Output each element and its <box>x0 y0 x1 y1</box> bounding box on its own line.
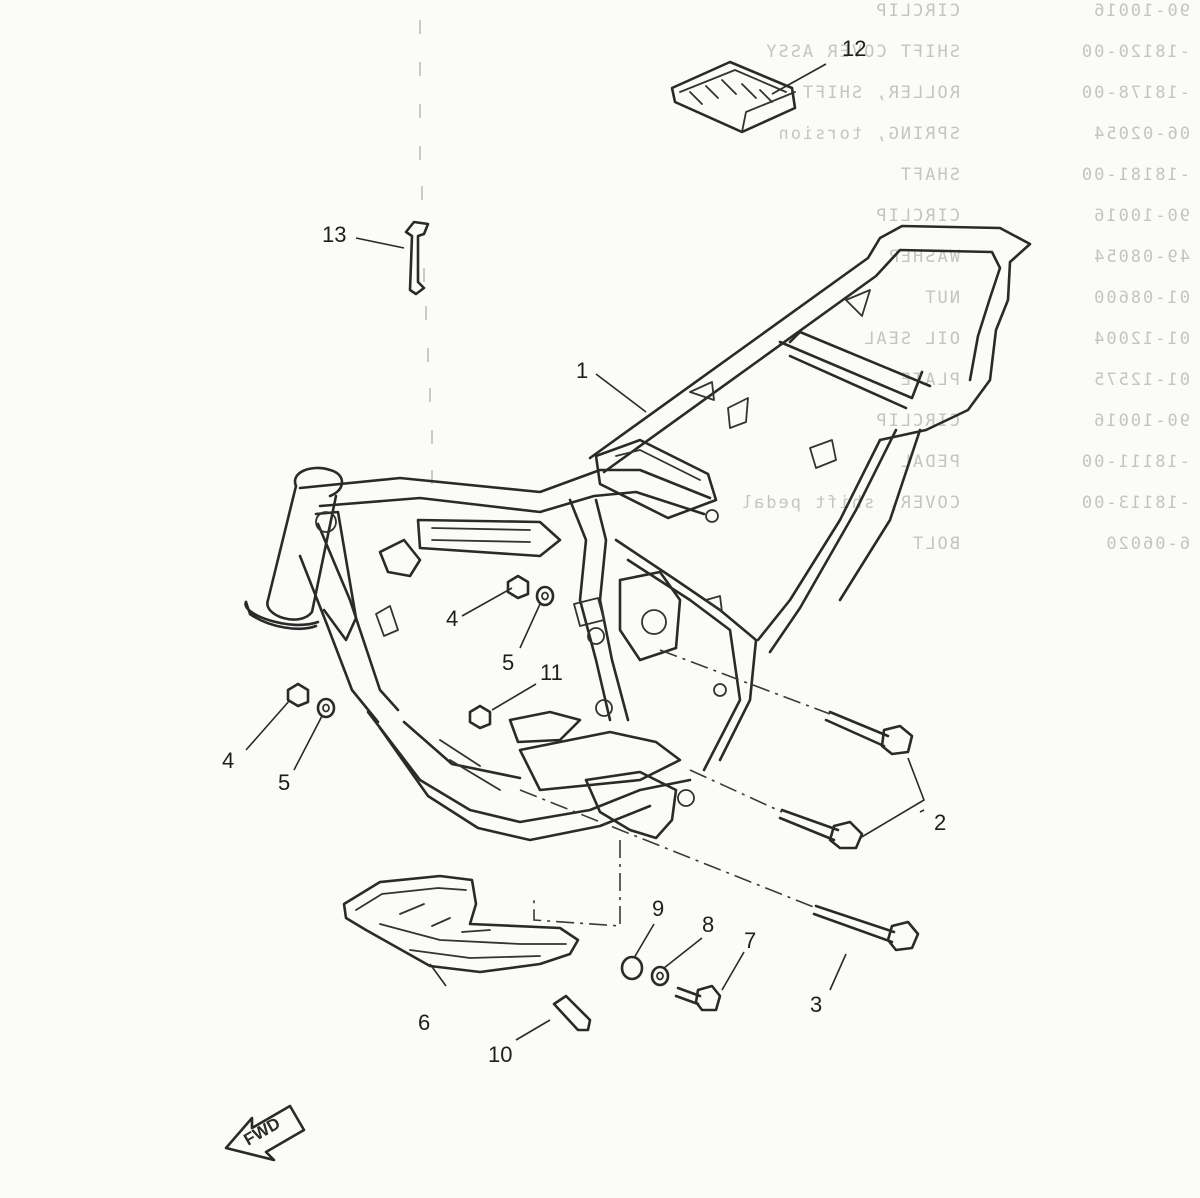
callout-labels: 12 13 1 2 3 4 5 4 5 11 6 10 9 8 7 <box>222 36 946 1067</box>
callout-9: 9 <box>652 896 664 921</box>
callout-5-lower: 5 <box>278 770 290 795</box>
bleed-desc: CIRCLIP <box>874 1 960 21</box>
bleed-partno: 90-10016 <box>1092 411 1190 431</box>
callout-1: 1 <box>576 358 588 383</box>
callout-3: 3 <box>810 992 822 1017</box>
callout-12: 12 <box>842 36 866 61</box>
part-1-frame <box>244 224 1032 842</box>
bleed-desc: PEDAL <box>899 452 960 472</box>
callout-4-lower: 4 <box>222 748 234 773</box>
callout-7: 7 <box>744 928 756 953</box>
bleed-partno: 49-08054 <box>1092 247 1190 267</box>
bleed-partno: 90-10016 <box>1092 206 1190 226</box>
part-9-collar <box>620 955 644 981</box>
part-4-nut-lower <box>286 682 310 708</box>
part-13-clip <box>404 220 430 296</box>
bleed-partno: -18113-00 <box>1080 493 1190 513</box>
part-2-bolt-lower <box>778 808 864 850</box>
leader-lines <box>245 63 925 1041</box>
part-2-bolt-upper <box>824 710 914 756</box>
bleed-partno: -18120-00 <box>1080 42 1190 62</box>
bleed-desc: SHIFT COVER ASSY <box>764 42 960 62</box>
callout-8: 8 <box>702 912 714 937</box>
callout-6: 6 <box>418 1010 430 1035</box>
assembly-centerlines <box>519 649 831 927</box>
bleed-partno: 01-08600 <box>1092 288 1190 308</box>
bleed-partno: -18178-00 <box>1080 83 1190 103</box>
bleed-desc: BOLT <box>911 534 960 554</box>
part-10-pad <box>552 994 592 1032</box>
forward-direction-arrow: FWD <box>224 1104 306 1162</box>
callout-11: 11 <box>540 660 563 685</box>
bleed-partno: 01-12004 <box>1092 329 1190 349</box>
part-3-long-bolt <box>812 904 920 952</box>
part-6-skid-plate <box>342 874 580 974</box>
part-5-washer-upper <box>535 585 555 607</box>
bleed-desc: OIL SEAL <box>862 329 960 349</box>
bleed-partno: -18111-00 <box>1080 452 1190 472</box>
bleed-desc: NUT <box>923 288 960 308</box>
bleed-desc: SPRING, torsion <box>776 124 960 144</box>
part-8-washer <box>650 965 670 987</box>
callout-4-upper: 4 <box>446 606 458 631</box>
bleed-desc: CIRCLIP <box>874 411 960 431</box>
callout-5-upper: 5 <box>502 650 514 675</box>
bleed-partno: 90-10016 <box>1092 1 1190 21</box>
bleed-desc: ROLLER, SHIFT <box>801 83 960 103</box>
bleed-desc: PLATE <box>899 370 960 390</box>
callout-2: 2 <box>934 810 946 835</box>
bleed-desc: CIRCLIP <box>874 206 960 226</box>
bleed-partno: 06-02054 <box>1092 124 1190 144</box>
bleed-partno: 6-06020 <box>1104 534 1190 554</box>
part-11-nut <box>468 704 492 730</box>
callout-13: 13 <box>322 222 346 247</box>
part-7-bolt <box>674 984 722 1012</box>
part-4-nut-upper <box>506 574 530 600</box>
part-12-shift-cover-assy <box>670 60 797 134</box>
callout-10: 10 <box>488 1042 512 1067</box>
bleed-partno: 01-12575 <box>1092 370 1190 390</box>
bleed-desc: SHAFT <box>899 165 960 185</box>
part-5-washer-lower <box>316 697 336 719</box>
bleed-partno: -18181-00 <box>1080 165 1190 185</box>
